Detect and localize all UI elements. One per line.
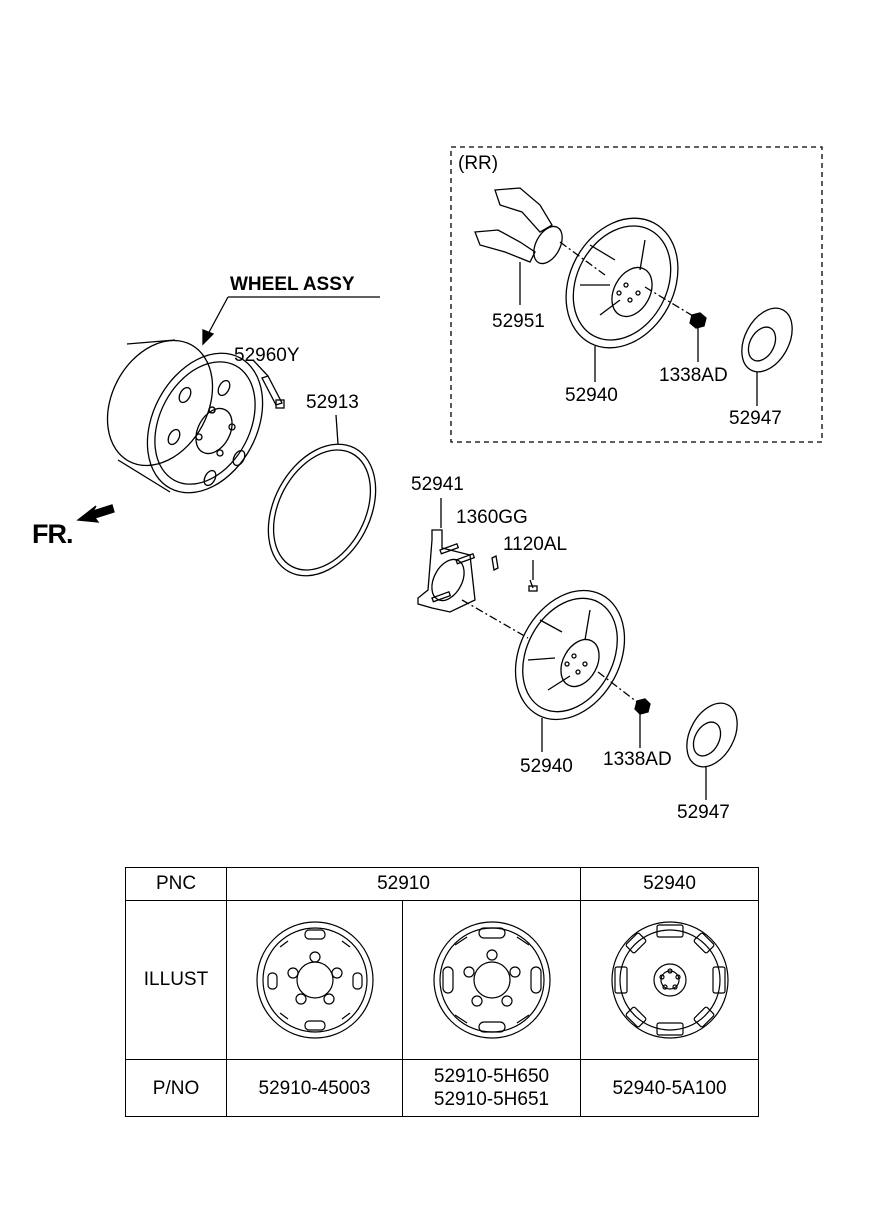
pno-row: P/NO 52910-45003 52910-5H650 52910-5H651…: [125, 1059, 759, 1117]
cover-label: 52940: [520, 756, 573, 777]
bracket-label: 52941: [411, 474, 464, 495]
clip-label: 1360GG: [456, 507, 528, 528]
exploded-diagram: [76, 146, 823, 800]
pno-wheel-a: 52910-45003: [226, 1059, 403, 1117]
front-lug-nut: [634, 698, 651, 748]
front-label: FR.: [32, 519, 73, 549]
front-wheel-cover: [514, 589, 638, 752]
front-center-cap: [686, 702, 738, 800]
rr-center-cap: [741, 307, 793, 406]
part-number: 52910-45003: [258, 1077, 371, 1099]
pnc-wheel-cell: 52910: [226, 867, 581, 901]
pno-wheel-b: 52910-5H650 52910-5H651: [402, 1059, 581, 1117]
bolt-label: 1120AL: [503, 534, 568, 555]
pnc-row-label: PNC: [125, 867, 227, 901]
part-number: 52940-5A100: [612, 1077, 727, 1099]
illust-row-label: ILLUST: [125, 900, 227, 1060]
pno-cover: 52940-5A100: [580, 1059, 759, 1117]
part-number: 52910-5H651: [433, 1089, 550, 1110]
nut-label: 1338AD: [603, 749, 672, 770]
illust-wheel-b: [402, 900, 581, 1060]
rr-bracket: [474, 187, 606, 305]
valve-stem: [252, 359, 285, 409]
rr-wheel-cover: [565, 217, 694, 382]
bolt: [528, 560, 538, 592]
pnc-row: PNC 52910 52940: [125, 867, 759, 901]
cap-label: 52947: [677, 802, 730, 823]
front-arrow: [76, 504, 115, 523]
rim-band: [267, 414, 377, 577]
pno-row-label: P/NO: [125, 1059, 227, 1117]
pnc-table: PNC 52910 52940 ILLUST: [125, 867, 759, 1117]
wheel-a-illustration: [255, 921, 374, 1039]
wheel-assy-label: WHEEL ASSY: [230, 274, 355, 295]
wheel-b-illustration: [432, 921, 551, 1039]
pnc-cover-cell: 52940: [580, 867, 759, 901]
illust-row: ILLUST: [125, 900, 759, 1060]
rr-cap-label: 52947: [729, 408, 782, 429]
rr-nut-label: 1338AD: [659, 365, 728, 386]
rim-band-label: 52913: [306, 392, 359, 413]
front-bracket: [417, 498, 529, 639]
illust-cover: [580, 900, 759, 1060]
part-number: 52910-5H650: [433, 1066, 550, 1087]
clip: [491, 555, 499, 571]
rr-lug-nut: [689, 312, 707, 362]
rr-label: (RR): [458, 153, 499, 174]
wheel-assy-leader: [202, 296, 380, 346]
rr-bracket-label: 52951: [492, 311, 545, 332]
illust-wheel-a: [226, 900, 403, 1060]
valve-label: 52960Y: [234, 345, 300, 366]
rr-cover-label: 52940: [565, 385, 618, 406]
cover-illustration: [610, 921, 729, 1039]
steel-wheel: [106, 339, 264, 494]
